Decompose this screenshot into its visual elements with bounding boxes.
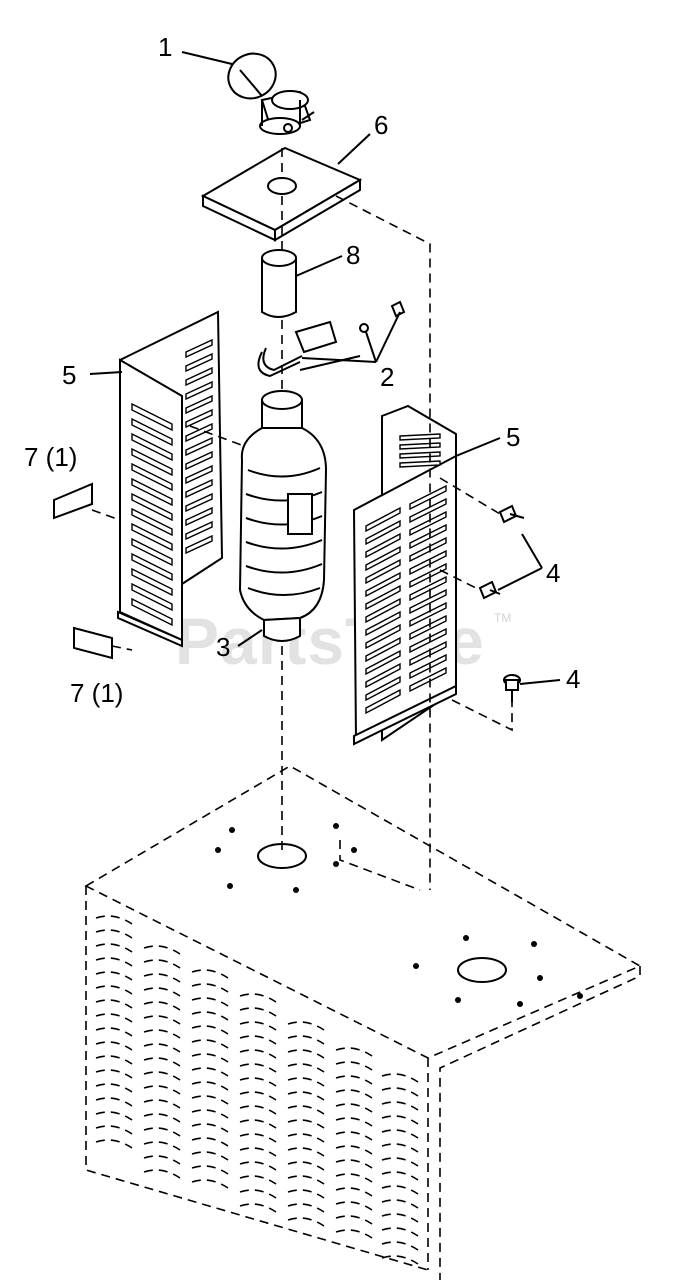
callout-3: 3 [216,632,230,662]
part-4-screw-lower[interactable] [503,674,521,702]
callout-2: 2 [380,362,394,392]
base-enclosure [84,765,642,1280]
watermark-trademark: TM [494,611,511,625]
part-8-pipe[interactable] [261,249,297,318]
callout-4-upper: 4 [546,558,560,588]
callout-1: 1 [158,32,172,62]
part-7-label-bottom[interactable] [73,626,113,660]
callout-7-top: 7 (1) [24,442,77,472]
part-6-top-plate[interactable] [200,146,363,242]
callout-5-left: 5 [62,360,76,390]
leader-lines [89,51,561,685]
callout-6: 6 [374,110,388,140]
part-2-clamp-hardware[interactable] [257,300,406,378]
part-5-left-panel[interactable] [117,310,224,648]
part-3-catalytic-muffler[interactable] [238,390,328,642]
part-1-rain-cap[interactable] [221,46,315,135]
callout-5-right: 5 [506,422,520,452]
assembly-lines [91,148,513,891]
callout-7-bottom: 7 (1) [70,678,123,708]
part-4-screw-middle[interactable] [478,580,501,600]
callout-4-lower: 4 [566,664,580,694]
callout-labels: 1 6 8 2 5 5 7 (1) 7 (1) 4 4 3 [24,32,580,708]
part-5-right-panel[interactable] [352,404,457,746]
part-7-label-top[interactable] [53,482,93,520]
part-4-screw-upper[interactable] [498,504,525,524]
callout-8: 8 [346,240,360,270]
